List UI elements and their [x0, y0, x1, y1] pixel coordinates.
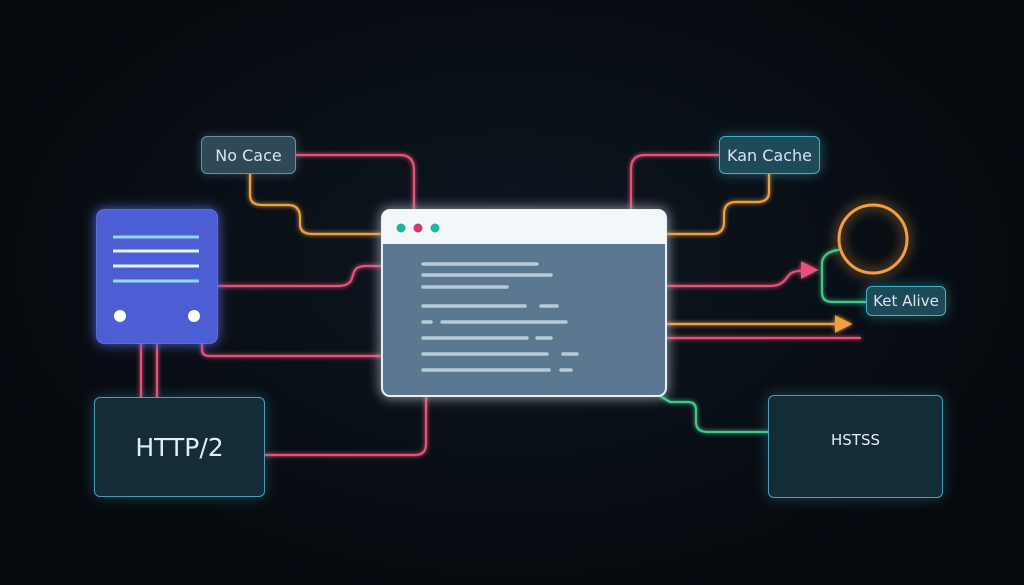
http2-box: HTTP/2 [94, 397, 265, 497]
connector-server-browser [215, 264, 384, 288]
window-dot-teal [396, 223, 406, 233]
server-led [188, 310, 200, 322]
orange-ring-icon [837, 203, 909, 275]
http2-label: HTTP/2 [135, 432, 224, 462]
connector-http2-browser [263, 394, 428, 457]
connector-server-browser-low [200, 341, 384, 358]
connector-browser-hsts [658, 394, 770, 434]
window-dot-magenta [413, 223, 423, 233]
window-dot-teal [430, 223, 440, 233]
connector-nocache-browser [294, 153, 416, 212]
browser-window [381, 209, 667, 397]
ket-alive-label: Ket Alive [866, 286, 946, 316]
hsts-box [768, 395, 943, 498]
server-led [114, 310, 126, 322]
no-cache-label: No Cace [201, 136, 296, 174]
ket-alive-text: Ket Alive [873, 292, 939, 310]
kan-cache-text: Kan Cache [727, 145, 812, 165]
connector-browser-keepalive [664, 261, 819, 288]
hsts-label: HSTSS [830, 431, 880, 449]
connector-kancache-browser [629, 153, 721, 212]
server-rack [96, 209, 218, 344]
no-cache-text: No Cace [215, 145, 282, 165]
connector-nocache-orange [248, 172, 384, 236]
connector-kancache-orange [664, 172, 771, 236]
kan-cache-label: Kan Cache [719, 136, 820, 174]
connector-circle-ketalive [820, 248, 868, 304]
